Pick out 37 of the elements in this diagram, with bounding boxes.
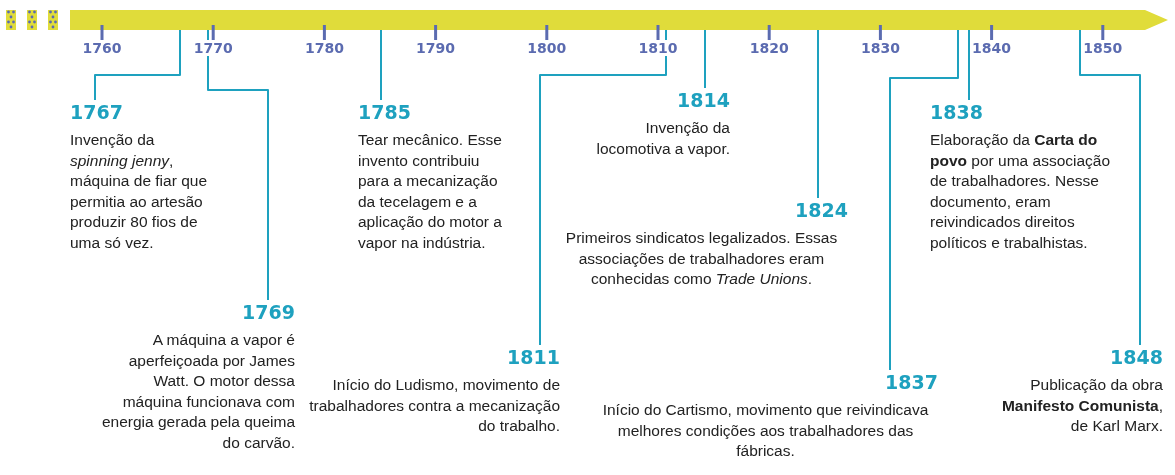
leader-line (704, 29, 706, 89)
year-tick-label: 1850 (1082, 40, 1124, 56)
event-description: Invenção da spinning jenny, máquina de fiar que permitia ao artesão produzir 80 fios de uma só vez. (70, 130, 208, 253)
year-tick-label: 1760 (81, 40, 123, 56)
event-description: A máquina a vapor é aperfeiçoada por James Watt. O motor dessa máquina funcionava com energia gerada pela queima do carvão. (100, 330, 295, 453)
event-description: Elaboração da Carta do povo por uma associação de trabalhadores. Nesse documento, eram reivindicados direitos políticos e trabalhistas. (930, 130, 1112, 253)
event-year: 1838 (930, 100, 984, 124)
leader-line (968, 29, 970, 101)
event-year: 1837 (884, 370, 938, 394)
leader-line (207, 29, 269, 301)
leader-line (539, 29, 667, 346)
event-description: Início do Cartismo, movimento que reivindicava melhores condições aos trabalhadores das fábricas. (601, 400, 930, 461)
event-description: Primeiros sindicatos legalizados. Essas associações de trabalhadores eram conhecidas como Trade Unions. (564, 228, 839, 289)
leader-line (817, 29, 819, 199)
event-year: 1811 (506, 345, 560, 369)
year-tick-label: 1840 (971, 40, 1013, 56)
event-year: 1848 (1109, 345, 1163, 369)
year-tick-label: 1820 (748, 40, 790, 56)
year-tick-label: 1810 (637, 40, 679, 56)
event-year: 1785 (358, 100, 412, 124)
event-description: Publicação da obra Manifesto Comunista, de Karl Marx. (1000, 375, 1163, 436)
year-tick-label: 1790 (415, 40, 457, 56)
year-tick-label: 1800 (526, 40, 568, 56)
event-year: 1814 (676, 88, 730, 112)
event-description: Invenção da locomotiva a vapor. (595, 118, 730, 159)
year-tick-label: 1780 (303, 40, 345, 56)
year-tick-label: 1830 (859, 40, 901, 56)
leader-line (1079, 29, 1141, 346)
event-year: 1824 (794, 198, 848, 222)
leader-line (889, 29, 959, 371)
year-tick-label: 1770 (192, 40, 234, 56)
leader-line (94, 29, 181, 101)
event-year: 1769 (241, 300, 295, 324)
event-description: Tear mecânico. Esse invento contribuiu para a mecanização da tecelagem e a aplicação do motor a vapor na indústria. (358, 130, 503, 253)
leader-line (380, 29, 382, 101)
event-year: 1767 (70, 100, 124, 124)
event-description: Início do Ludismo, movimento de trabalhadores contra a mecanização do trabalho. (308, 375, 560, 436)
